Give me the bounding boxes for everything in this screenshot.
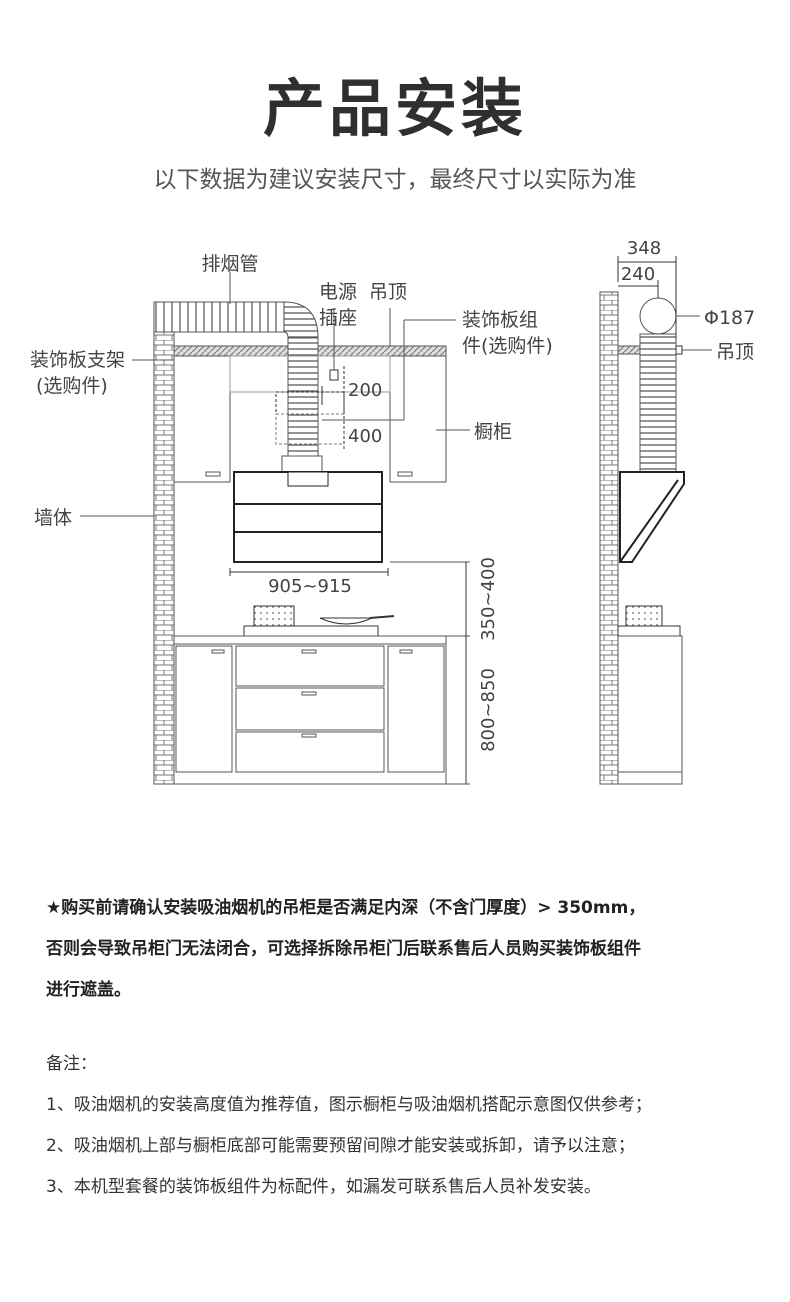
range-hood xyxy=(233,471,383,563)
power-socket xyxy=(329,369,339,381)
note-item: 1、吸油烟机的安装高度值为推荐值，图示橱柜与吸油烟机搭配示意图仅供参考； xyxy=(46,1095,652,1115)
duct-circle xyxy=(639,297,677,335)
page-subtitle: 以下数据为建议安装尺寸，最终尺寸以实际为准 xyxy=(153,167,637,193)
notice-line: 进行遮盖。 xyxy=(46,980,131,1000)
label-wall: 墙体 xyxy=(34,507,72,529)
wall xyxy=(153,303,175,785)
exhaust-pipe xyxy=(153,301,319,457)
side-view xyxy=(599,256,712,785)
label-panel-kit: 件(选购件) xyxy=(462,335,553,357)
label-cabinet: 橱柜 xyxy=(474,421,512,443)
notice-line: 否则会导致吊柜门无法闭合，可选择拆除吊柜门后联系售后人员购买装饰板组件 xyxy=(46,939,641,959)
label-panel-kit: 装饰板组 xyxy=(462,309,538,331)
label-ceiling: 吊顶 xyxy=(369,281,407,303)
label-panel-bracket: (选购件) xyxy=(36,375,108,397)
label-dim-diameter: Φ187 xyxy=(704,307,755,329)
base-cabinets xyxy=(173,635,447,785)
label-dim-200: 200 xyxy=(348,380,382,401)
side-duct xyxy=(639,333,677,473)
label-dim-hood-height: 350~400 xyxy=(478,557,499,641)
purchase-notice: ★购买前请确认安装吸油烟机的吊柜是否满足内深（不含门厚度）> 350mm， 否则… xyxy=(46,888,766,1011)
label-dim-400: 400 xyxy=(348,426,382,447)
upper-cabinets xyxy=(173,355,447,483)
label-dim-348: 348 xyxy=(627,238,661,259)
notice-line: ★购买前请确认安装吸油烟机的吊柜是否满足内深（不含门厚度）> 350mm， xyxy=(46,898,646,918)
side-wall xyxy=(599,291,619,785)
label-power-socket: 插座 xyxy=(319,307,357,329)
label-side-ceiling: 吊顶 xyxy=(716,341,754,363)
label-dim-counter-height: 800~850 xyxy=(478,668,499,752)
note-item: 3、本机型套餐的装饰板组件为标配件，如漏发可联系售后人员补发安装。 xyxy=(46,1177,601,1197)
label-power-socket: 电源 xyxy=(319,281,357,303)
label-panel-bracket: 装饰板支架 xyxy=(30,349,125,371)
note-item: 2、吸油烟机上部与橱柜底部可能需要预留间隙才能安装或拆卸，请予以注意； xyxy=(46,1136,635,1156)
notes-section: 备注： 1、吸油烟机的安装高度值为推荐值，图示橱柜与吸油烟机搭配示意图仅供参考；… xyxy=(46,1044,766,1208)
installation-diagram: 排烟管 电源 插座 吊顶 装饰板组 件(选购件) 装饰板支架 (选购件) 200… xyxy=(30,238,755,785)
page-title: 产品安装 xyxy=(262,72,527,145)
notes-heading: 备注： xyxy=(46,1054,97,1074)
label-exhaust-pipe: 排烟管 xyxy=(201,253,258,275)
label-dim-width: 905~915 xyxy=(268,576,352,597)
label-dim-240: 240 xyxy=(621,264,655,285)
stove xyxy=(243,605,395,637)
front-view xyxy=(80,272,470,785)
side-ceiling-slab xyxy=(617,345,641,355)
